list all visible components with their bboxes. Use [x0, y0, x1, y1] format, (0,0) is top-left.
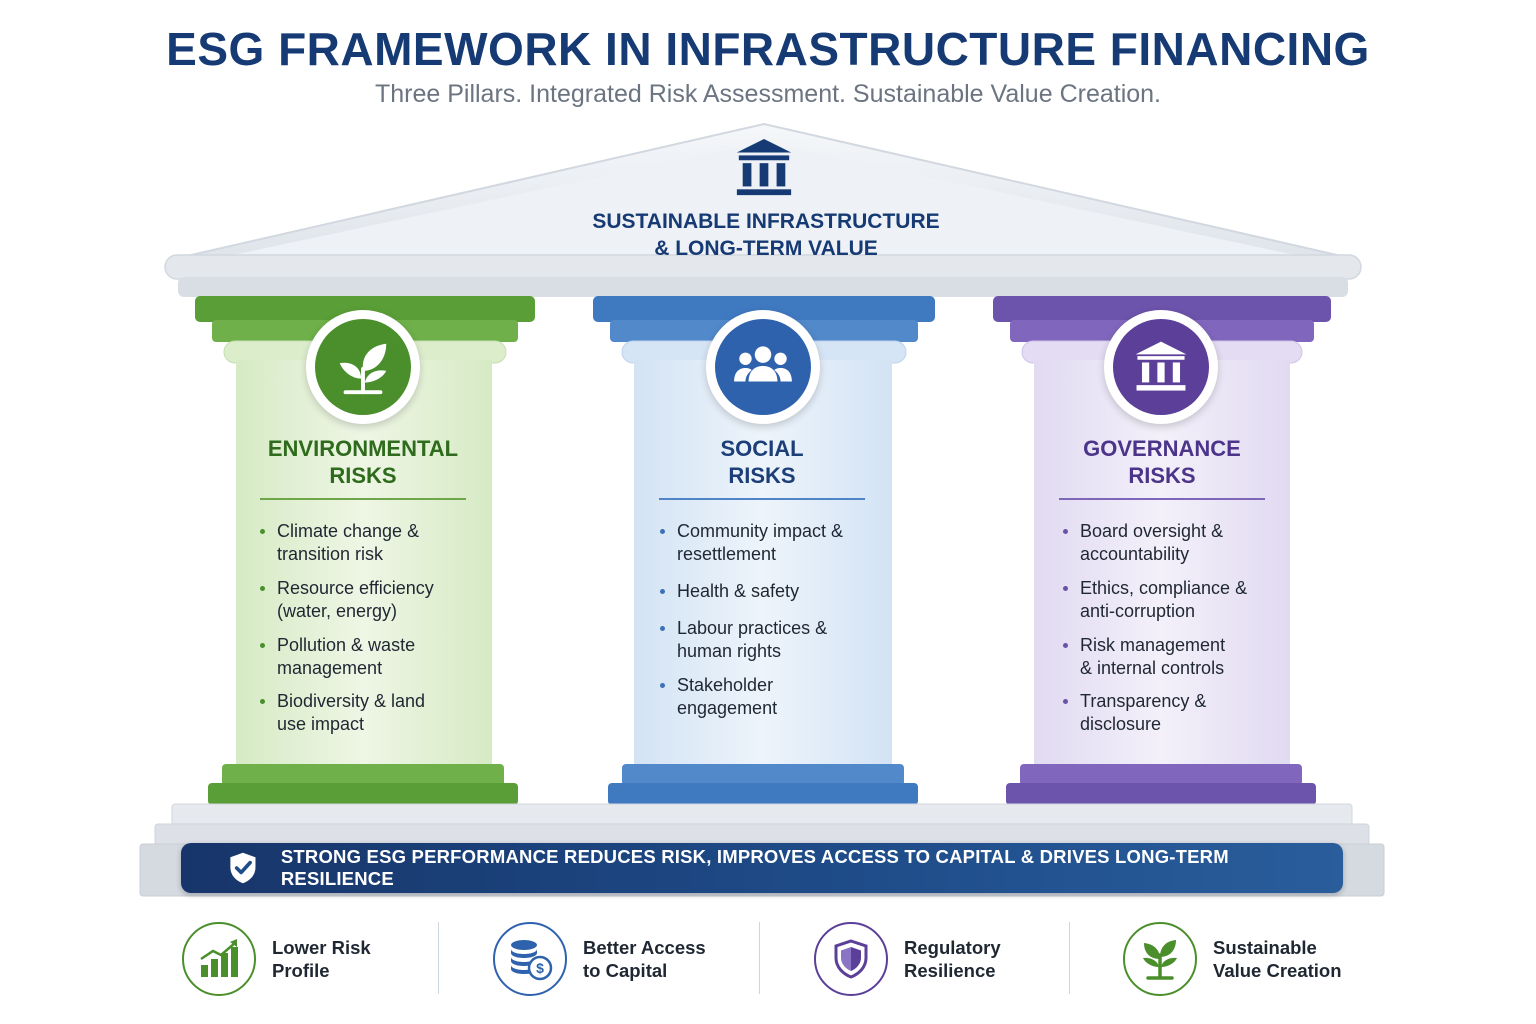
list-item: Transparency & disclosure: [1062, 690, 1282, 736]
social-divider: [659, 498, 865, 500]
environmental-title: ENVIRONMENTAL RISKS: [233, 435, 493, 489]
institution-icon: [1135, 341, 1187, 391]
list-item: Risk management & internal controls: [1062, 634, 1282, 680]
list-item: Biodiversity & land use impact: [259, 690, 479, 736]
benefit-regulatory-resilience: Regulatory Resilience: [814, 922, 1054, 996]
list-item: Pollution & waste management: [259, 634, 479, 680]
benefit-access-capital: $ Better Access to Capital: [493, 922, 733, 996]
governance-title-line1: GOVERNANCE: [1083, 436, 1241, 461]
banner-text: STRONG ESG PERFORMANCE REDUCES RISK, IMP…: [280, 846, 1229, 889]
benefit-icon-circle: [182, 922, 256, 996]
esg-summary-banner: STRONG ESG PERFORMANCE REDUCES RISK, IMP…: [181, 843, 1343, 893]
list-item: Climate change & transition risk: [259, 520, 479, 566]
roof-caption-line2: & LONG-TERM VALUE: [654, 237, 878, 260]
list-item: Labour practices & human rights: [659, 617, 879, 663]
sprout-icon: [1143, 940, 1177, 980]
list-item: Resource efficiency (water, energy): [259, 577, 479, 623]
benefit-divider: [438, 922, 439, 994]
benefit-divider: [759, 922, 760, 994]
list-item: Board oversight & accountability: [1062, 520, 1282, 566]
growth-chart-icon: [200, 939, 238, 977]
benefit-divider: [1069, 922, 1070, 994]
benefit-icon-circle: [814, 922, 888, 996]
pillar-social: [593, 296, 935, 805]
environmental-title-line2: RISKS: [329, 463, 397, 488]
svg-text:$: $: [536, 960, 544, 976]
governance-title: GOVERNANCE RISKS: [1032, 435, 1292, 489]
list-item: Ethics, compliance & anti-corruption: [1062, 577, 1282, 623]
environmental-divider: [260, 498, 466, 500]
benefit-label: Better Access to Capital: [583, 937, 706, 981]
shield-check-icon: [230, 852, 256, 884]
leaf-plant-icon: [339, 343, 387, 395]
page-subtitle: Three Pillars. Integrated Risk Assessmen…: [374, 80, 1162, 108]
social-title-line1: SOCIAL: [720, 436, 804, 461]
benefit-icon-circle: $: [493, 922, 567, 996]
list-item: Stakeholder engagement: [659, 674, 879, 720]
benefit-label: Regulatory Resilience: [904, 937, 1001, 981]
environmental-medal: [306, 310, 420, 424]
governance-divider: [1059, 498, 1265, 500]
social-title: SOCIAL RISKS: [632, 435, 892, 489]
pillar-environmental: [195, 296, 535, 805]
page-title: ESG FRAMEWORK IN INFRASTRUCTURE FINANCIN…: [166, 23, 1370, 75]
environmental-title-line1: ENVIRONMENTAL: [267, 436, 459, 461]
benefit-sustainable-value: Sustainable Value Creation: [1123, 922, 1363, 996]
social-medal: [706, 310, 820, 424]
benefit-icon-circle: [1123, 922, 1197, 996]
people-group-icon: [734, 346, 792, 382]
coin-stack-icon: $: [511, 940, 553, 981]
governance-medal: [1104, 310, 1218, 424]
list-item: Health & safety: [659, 580, 879, 603]
governance-title-line2: RISKS: [1128, 463, 1196, 488]
benefit-label: Lower Risk Profile: [272, 937, 371, 981]
roof-caption-line1: SUSTAINABLE INFRASTRUCTURE: [592, 210, 940, 233]
benefit-lower-risk: Lower Risk Profile: [182, 922, 422, 996]
list-item: Community impact & resettlement: [659, 520, 879, 566]
institution-icon: [736, 138, 792, 196]
roof-caption: SUSTAINABLE INFRASTRUCTURE & LONG-TERM V…: [566, 208, 966, 262]
social-title-line2: RISKS: [728, 463, 796, 488]
shield-icon: [834, 939, 868, 979]
benefit-label: Sustainable Value Creation: [1213, 937, 1342, 981]
